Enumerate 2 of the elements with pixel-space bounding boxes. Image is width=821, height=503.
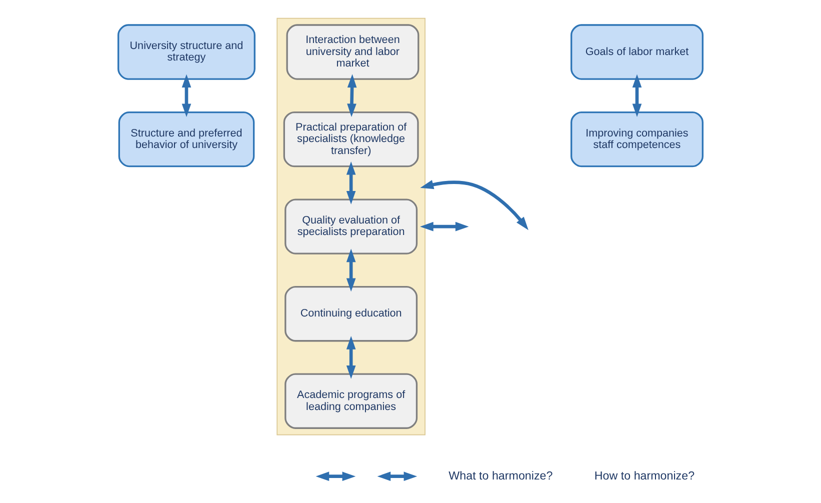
legend-label: How to harmonize?	[594, 469, 695, 482]
legend-label: What to harmonize?	[448, 469, 553, 482]
